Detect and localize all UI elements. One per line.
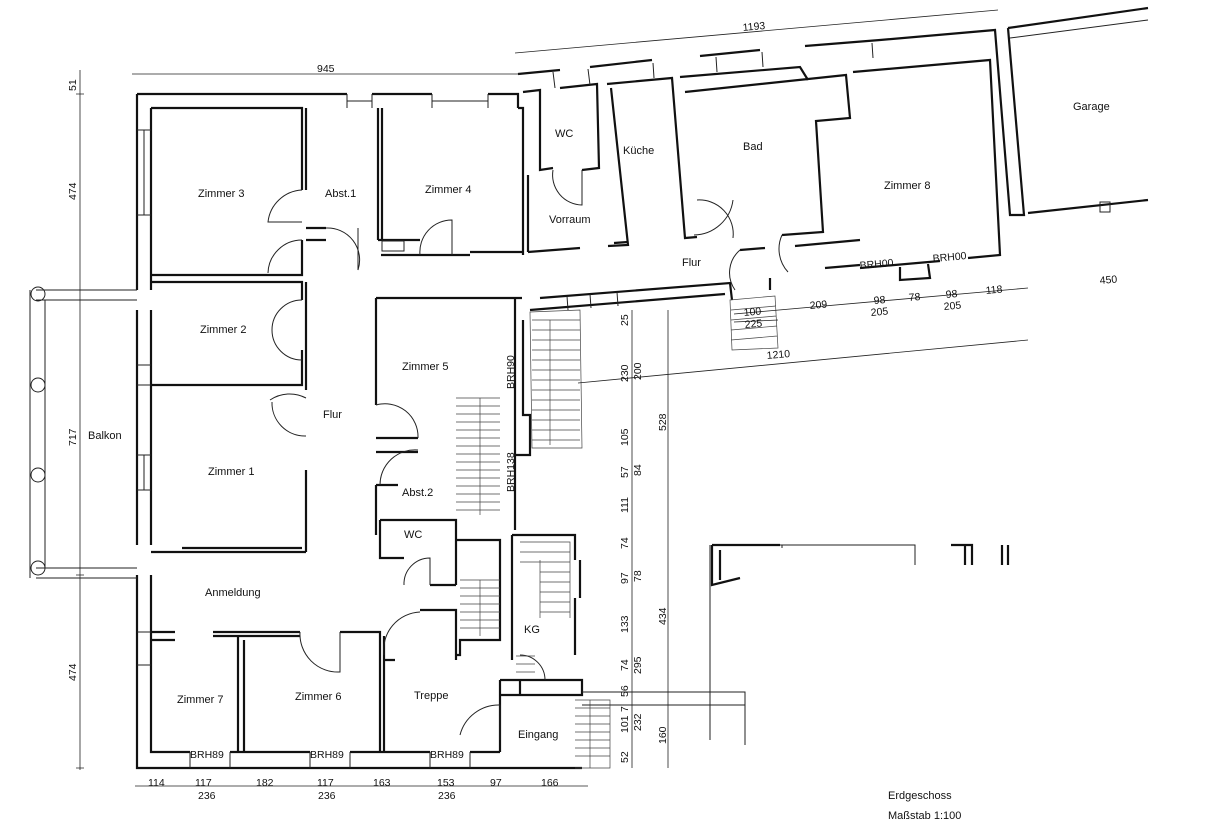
room-label-treppe: Treppe [414,690,448,702]
floor-name: Erdgeschoss [888,790,952,802]
dim-v-133: 133 [619,615,631,633]
sill-label-brh90: BRH90 [505,355,517,389]
dim-117-a: 117 [195,777,212,789]
room-label-flur-left: Flur [323,409,342,421]
dim-v-52: 52 [619,751,631,763]
dim-100: 100 [743,305,762,318]
sill-label-brh00-a: BRH00 [859,257,894,272]
dim-v-111: 111 [619,497,631,513]
dim-v-434: 434 [657,607,669,625]
sill-label-brh89-zimmer6: BRH89 [310,749,344,761]
dim-v-74-a: 74 [619,537,631,549]
room-label-wc-top: WC [555,128,573,140]
dim-v-295: 295 [632,656,644,674]
dim-209: 209 [809,298,828,311]
room-label-anmeldung: Anmeldung [205,587,261,599]
dim-945: 945 [317,63,335,75]
dim-v-57: 57 [619,466,631,478]
room-label-zimmer-3: Zimmer 3 [198,188,244,200]
dim-205-a: 205 [870,305,889,318]
right-wing-walls [517,6,1149,312]
dim-v-101: 101 [619,715,631,733]
dim-236-a: 236 [198,790,216,802]
dim-182: 182 [256,777,274,789]
dim-163: 163 [373,777,391,789]
dim-117-b: 117 [317,777,334,789]
plan-scale: Maßstab 1:100 [888,810,961,822]
dim-205-b: 205 [943,299,962,312]
left-wing-walls [135,92,584,770]
room-label-flur-right: Flur [682,257,701,269]
room-label-abst-2: Abst.2 [402,487,433,499]
room-label-zimmer-7: Zimmer 7 [177,694,223,706]
sill-label-brh89-zimmer7: BRH89 [190,749,224,761]
sill-label-brh00-b: BRH00 [932,250,967,265]
room-label-zimmer-5: Zimmer 5 [402,361,448,373]
room-label-zimmer-2: Zimmer 2 [200,324,246,336]
dim-v-56: 56 [619,685,631,697]
balcony [29,286,137,579]
room-label-kg: KG [524,624,540,636]
room-label-zimmer-6: Zimmer 6 [295,691,341,703]
dim-225: 225 [744,317,763,330]
dim-78: 78 [908,291,921,304]
dim-166: 166 [541,777,559,789]
dim-v-230: 230 [619,364,631,382]
room-label-abst-1: Abst.1 [325,188,356,200]
dim-97: 97 [490,777,502,789]
dim-98-b: 98 [945,288,958,301]
dim-236-c: 236 [438,790,456,802]
title-block: Erdgeschoss Maßstab 1:100 [888,790,961,822]
room-label-zimmer-1: Zimmer 1 [208,466,254,478]
dim-118: 118 [985,284,1003,297]
dim-1210: 1210 [766,348,790,362]
dimension-lines [76,9,1029,787]
dim-v-84: 84 [632,464,644,476]
dim-v-232: 232 [632,713,644,731]
dim-v-25: 25 [619,314,631,326]
door-swings [267,169,789,740]
dimension-labels: 945 1193 51 474 717 474 450 118 98 78 98… [67,20,1118,802]
dim-1193: 1193 [742,20,766,34]
dim-v-7: 7 [619,706,631,712]
dim-51: 51 [67,79,79,91]
dim-v-78: 78 [632,570,644,582]
room-label-balkon: Balkon [88,430,122,442]
room-label-kueche: Küche [623,145,654,157]
dim-474-top: 474 [67,182,79,200]
dim-236-b: 236 [318,790,336,802]
room-label-bad: Bad [743,141,763,153]
dim-v-528: 528 [657,413,669,431]
dim-98-a: 98 [873,294,886,307]
room-labels: Zimmer 3 Abst.1 Zimmer 4 WC Vorraum Küch… [88,101,1110,741]
room-label-zimmer-8: Zimmer 8 [884,180,930,192]
dim-v-200: 200 [632,362,644,380]
exterior-elements [582,543,1010,745]
room-label-zimmer-4: Zimmer 4 [425,184,471,196]
room-label-wc-mid: WC [404,529,422,541]
stairs [456,295,779,769]
dim-474-bottom: 474 [67,663,79,681]
dim-v-160: 160 [657,726,669,744]
dim-114: 114 [148,777,165,789]
dim-717: 717 [67,428,79,446]
room-label-eingang: Eingang [518,729,558,741]
sill-label-brh89-treppe: BRH89 [430,749,464,761]
dim-v-97: 97 [619,572,631,584]
dim-v-105: 105 [619,428,631,446]
dim-v-74-b: 74 [619,659,631,671]
dim-450: 450 [1099,273,1118,286]
sill-label-brh138: BRH138 [505,452,517,492]
dim-153: 153 [437,777,455,789]
room-label-garage: Garage [1073,101,1110,113]
sill-height-labels: BRH00 BRH00 BRH90 BRH138 BRH89 BRH89 BRH… [190,250,967,761]
room-label-vorraum: Vorraum [549,214,591,226]
